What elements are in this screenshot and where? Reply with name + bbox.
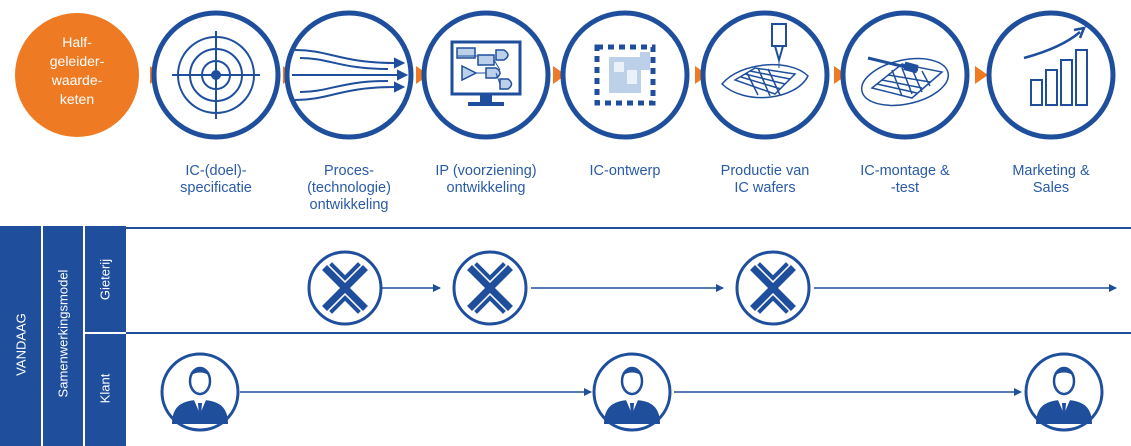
foundry-x-icon (322, 262, 368, 314)
wafer-production-icon (720, 23, 809, 99)
foundry-x-icon (467, 262, 513, 314)
stage-label-line: ontwikkeling (309, 197, 389, 213)
stage-label-ip-development: IP (voorziening) ontwikkeling (426, 163, 546, 197)
chain-title-line-1: Half- (62, 34, 92, 50)
stage-label-line: Marketing & (1012, 163, 1090, 179)
stage-label-line: -test (890, 180, 920, 196)
chain-title-line-3: waarde- (51, 72, 103, 88)
stage-label-line: IP (voorziening) (435, 163, 537, 179)
stage-label-wafer-production: Productie van IC wafers (705, 163, 825, 197)
today-label: VANDAAG (13, 313, 29, 376)
stage-label-line: (technologie) (307, 180, 391, 196)
logic-gates-monitor-icon (450, 40, 522, 106)
businessman-icon (1036, 366, 1092, 424)
stage-label-specification: IC-(doel)- specificatie (156, 163, 276, 197)
businessman-icon (604, 366, 660, 424)
stage-label-line: ontwikkeling (446, 180, 526, 196)
row-label-customer: Klant (97, 373, 113, 404)
process-arrows-icon (292, 49, 409, 101)
collaboration-model-panel (0, 226, 126, 446)
customer-node (160, 352, 240, 432)
customer-node (1024, 352, 1104, 432)
stage-circle-ip-development (421, 10, 551, 140)
stage-label-line: specificatie (180, 180, 252, 196)
stage-label-line: IC-ontwerp (589, 163, 661, 179)
stage-circle-process-development (284, 10, 414, 140)
stage-circle-ic-design (560, 10, 690, 140)
foundry-node (307, 250, 383, 326)
stage-circle-assembly-test (840, 10, 970, 140)
bar-chart-growth-icon (1023, 26, 1088, 106)
stage-circle-wafer-production (700, 10, 830, 140)
foundry-x-icon (750, 262, 796, 314)
stage-label-line: IC wafers (734, 180, 796, 196)
value-chain-start: Half- geleider- waarde- keten (15, 13, 139, 137)
stage-label-line: Proces- (324, 163, 374, 179)
chain-title-line-4: keten (60, 91, 94, 107)
stage-circle-specification (151, 10, 281, 140)
stage-label-line: Productie van (720, 163, 810, 179)
stage-label-process-development: Proces- (technologie) ontwikkeling (289, 163, 409, 214)
foundry-node (735, 250, 811, 326)
collaboration-model-label: Samenwerkingsmodel (55, 269, 71, 398)
ic-chip-icon (594, 44, 656, 106)
stage-label-line: IC-(doel)- (185, 163, 247, 179)
chain-title-line-2: geleider- (50, 53, 105, 69)
stage-label-line: IC-montage & (860, 163, 950, 179)
stage-label-line: Sales (1032, 180, 1070, 196)
stage-label-assembly-test: IC-montage & -test (845, 163, 965, 197)
businessman-icon (172, 366, 228, 424)
stage-label-marketing-sales: Marketing & Sales (991, 163, 1111, 197)
stage-circle-marketing-sales (986, 10, 1116, 140)
customer-node (592, 352, 672, 432)
row-label-foundry: Gieterij (97, 258, 113, 301)
wafer-test-probe-icon (860, 56, 950, 107)
stage-label-ic-design: IC-ontwerp (565, 163, 685, 180)
target-icon (172, 31, 260, 119)
foundry-node (452, 250, 528, 326)
